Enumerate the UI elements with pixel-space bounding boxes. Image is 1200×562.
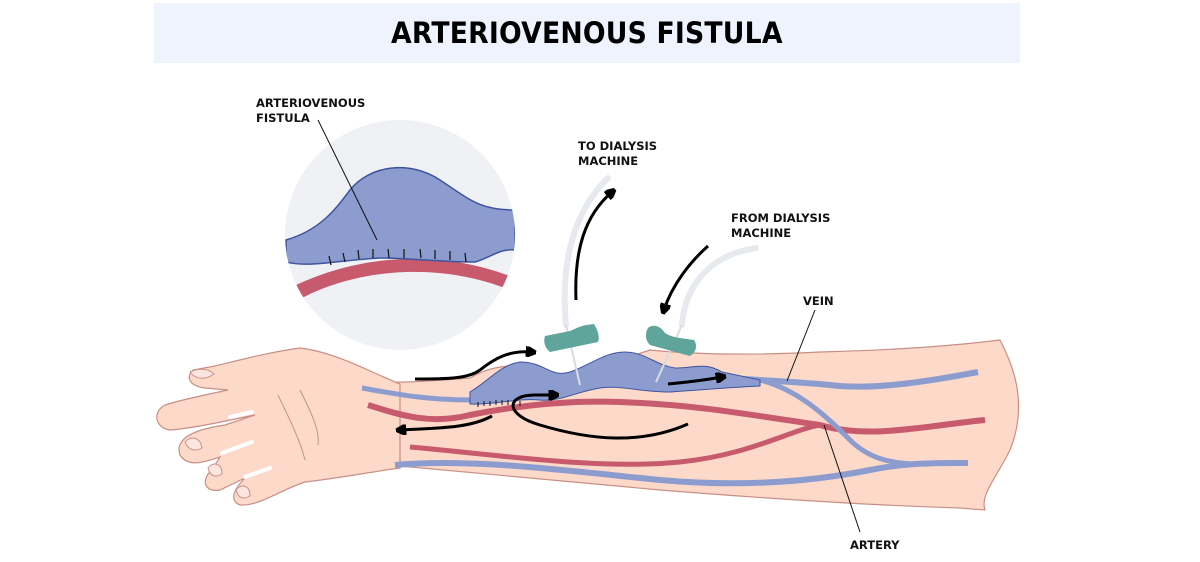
label-artery: ARTERY — [850, 538, 900, 552]
vein-leader-line — [786, 309, 816, 382]
arrow-inflow — [414, 352, 532, 381]
venous-catheter-tube — [679, 245, 759, 328]
arrow-to-dialysis — [574, 192, 612, 301]
label-vein: VEIN — [803, 294, 834, 308]
inset-artery — [296, 258, 515, 298]
arrow-outflow — [400, 414, 493, 430]
fistula-leader-line — [317, 119, 378, 241]
page-title: ARTERIOVENOUS FISTULA — [391, 16, 783, 50]
venous-needle — [655, 324, 683, 383]
finger-gaps — [220, 410, 272, 479]
arrow-from-dialysis — [664, 244, 709, 310]
venous-needle-hub — [645, 325, 697, 356]
fingernails — [184, 368, 251, 499]
label-to-dialysis-machine: TO DIALYSIS MACHINE — [578, 139, 658, 168]
label-from-dialysis-machine: FROM DIALYSIS MACHINE — [731, 211, 831, 240]
lower-artery — [409, 422, 821, 467]
arrow-u-turn — [511, 395, 689, 440]
wrist-vein — [361, 385, 471, 403]
arterial-needle-hub — [544, 324, 599, 352]
fistula-vein — [469, 351, 761, 405]
label-arteriovenous-fistula: ARTERIOVENOUS FISTULA — [256, 96, 366, 125]
crossing-vein — [759, 377, 931, 467]
dialysis-lines — [544, 175, 759, 386]
upper-artery — [367, 398, 986, 435]
artery-leader-line — [823, 424, 861, 533]
hand-creases — [277, 389, 319, 461]
arterial-catheter-tube — [561, 175, 611, 328]
vessels — [361, 351, 986, 487]
forearm — [329, 339, 1020, 511]
suture-marks — [328, 248, 467, 266]
flow-arrows — [400, 192, 722, 440]
inset-magnified-view — [285, 119, 515, 350]
title-banner: ARTERIOVENOUS FISTULA — [154, 3, 1020, 63]
arrow-return-vein — [667, 377, 722, 386]
